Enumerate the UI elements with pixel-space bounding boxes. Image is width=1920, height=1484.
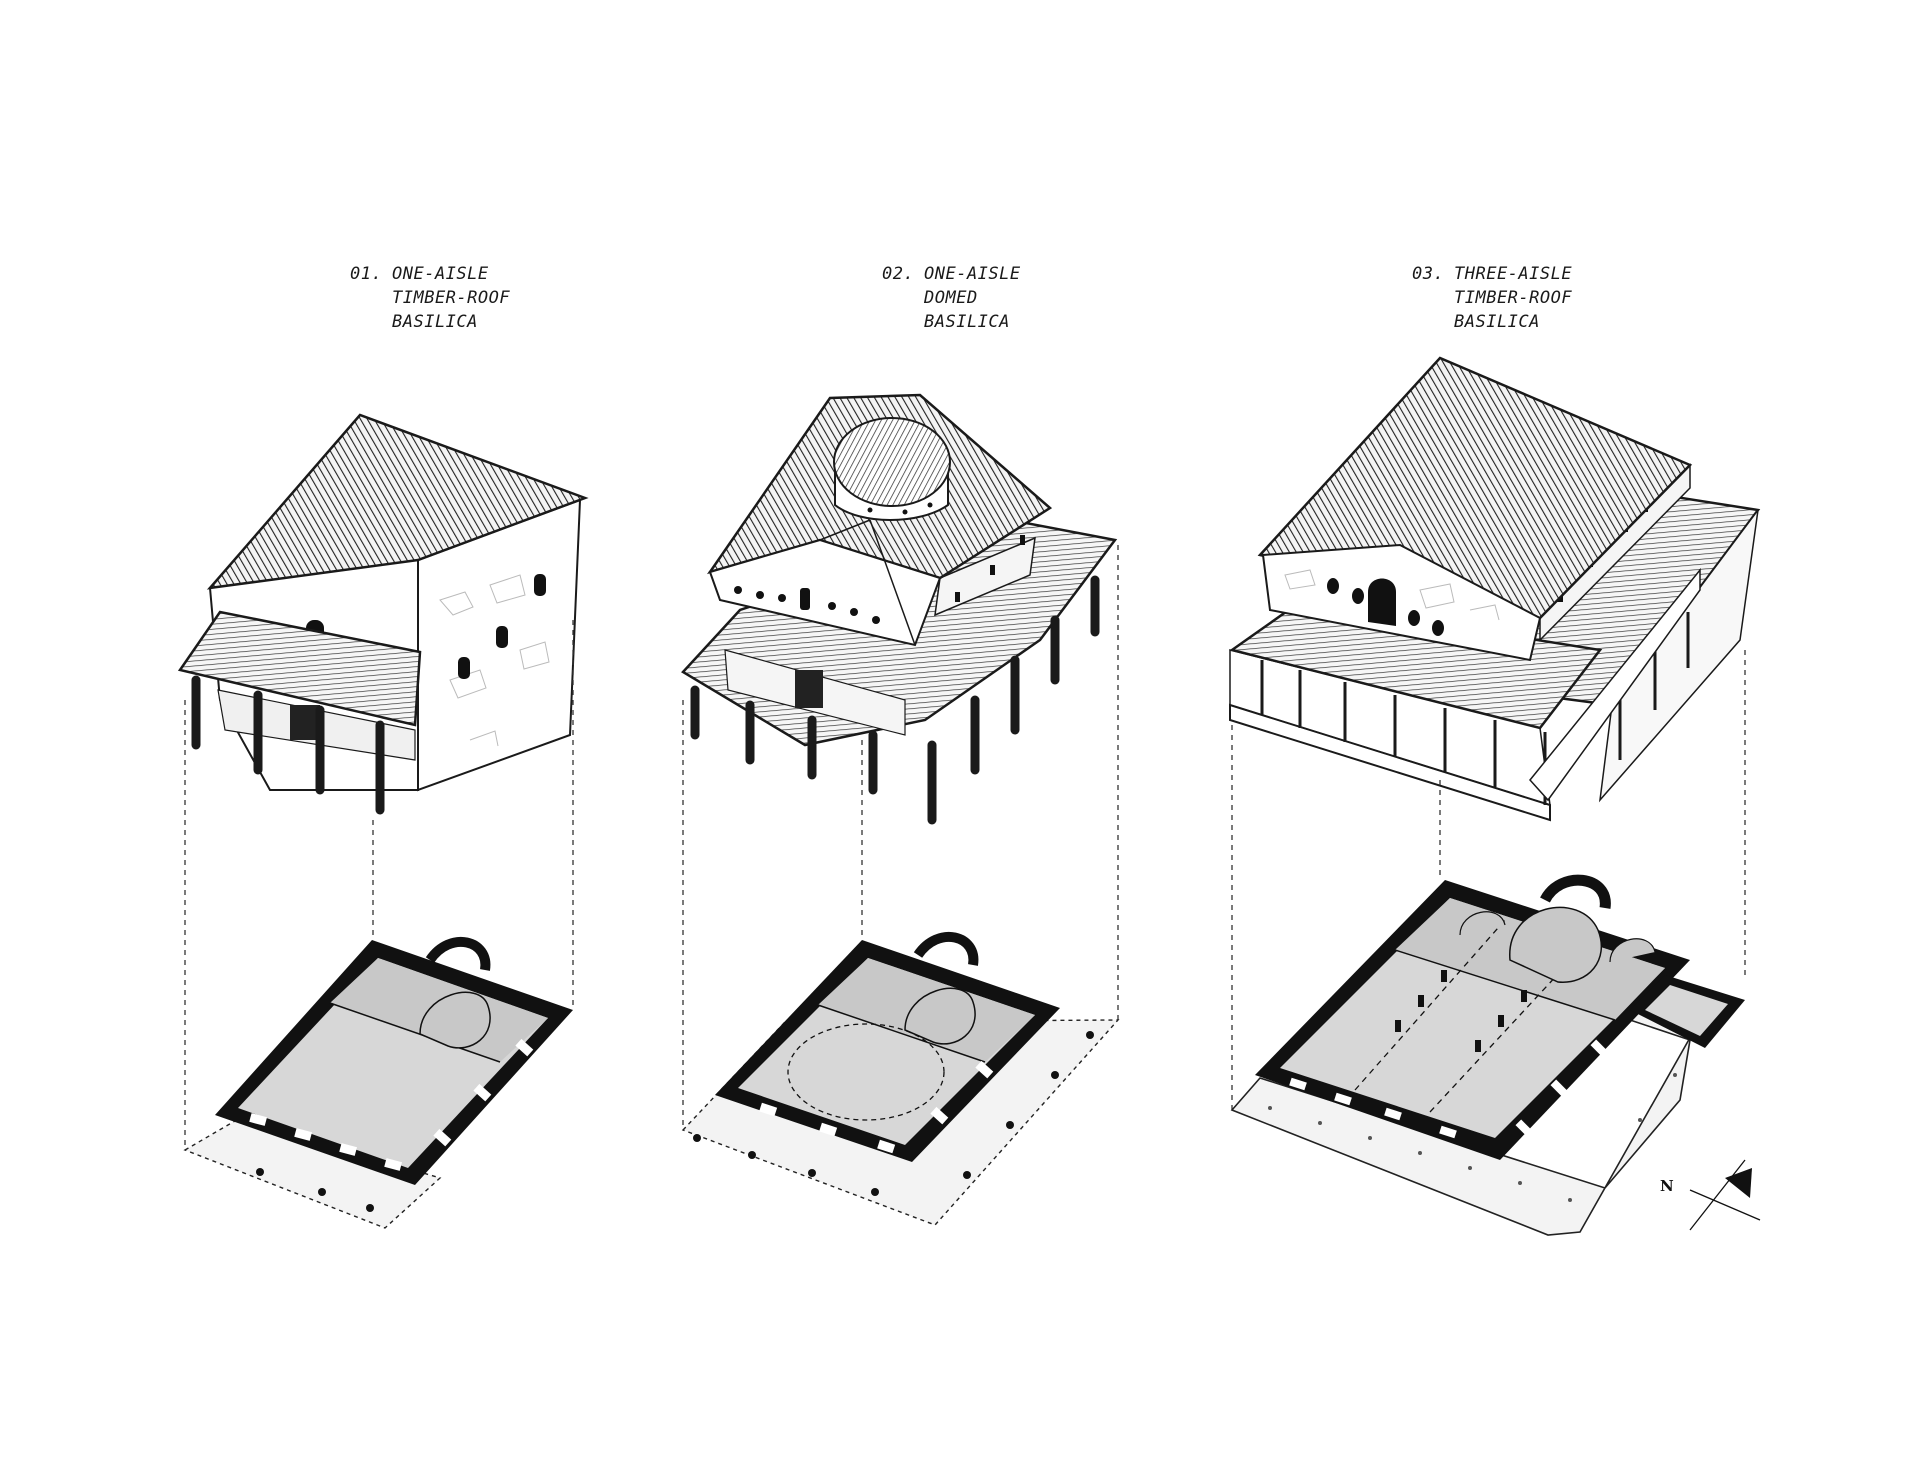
building-02-columns bbox=[690, 575, 1100, 825]
caption-03-line-1: THREE-AISLE bbox=[1454, 264, 1573, 284]
building-03-projection-lines bbox=[1231, 650, 1746, 1110]
building-02-dome-outline bbox=[787, 1023, 945, 1121]
building-01-axonometric bbox=[177, 413, 589, 815]
building-02-projection-lines bbox=[682, 545, 1119, 1130]
building-01-projection-lines bbox=[184, 620, 574, 1150]
building-02-column-dots bbox=[693, 1031, 1094, 1196]
building-01-column-dots bbox=[256, 1168, 374, 1212]
building-02-plan bbox=[681, 932, 1120, 1226]
caption-03-line-3: BASILICA bbox=[1454, 312, 1540, 332]
building-02-dome bbox=[833, 417, 951, 521]
building-03-axonometric bbox=[1229, 356, 1761, 822]
building-02-axonometric bbox=[681, 393, 1118, 825]
building-02-gable bbox=[708, 538, 942, 647]
north-label: N bbox=[1660, 1177, 1674, 1195]
building-03-plan bbox=[1230, 874, 1745, 1236]
building-02-apse bbox=[904, 987, 976, 1045]
building-01-columns bbox=[191, 675, 385, 815]
caption-01: 01. ONE-AISLE TIMBER-ROOF BASILICA bbox=[350, 262, 550, 342]
north-arrow-icon bbox=[1689, 1159, 1761, 1231]
building-03-porch-dots bbox=[1268, 1073, 1677, 1202]
building-03-apse bbox=[1509, 906, 1603, 983]
caption-02: 02. ONE-AISLE DOMED BASILICA bbox=[882, 262, 1082, 342]
building-01-porch-roof bbox=[177, 610, 422, 727]
building-01-porch-outline bbox=[183, 1117, 442, 1229]
building-01-apse bbox=[419, 991, 491, 1049]
building-01-roof bbox=[206, 413, 589, 590]
building-02-gable-openings bbox=[734, 586, 880, 624]
caption-02-line-3: BASILICA bbox=[924, 312, 1010, 332]
caption-03: 03. THREE-AISLE TIMBER-ROOF BASILICA bbox=[1412, 262, 1612, 342]
caption-02-line-1: ONE-AISLE bbox=[924, 264, 1021, 284]
building-01-plan bbox=[183, 937, 573, 1229]
caption-01-line-2: TIMBER-ROOF bbox=[392, 288, 511, 308]
caption-02-line-2: DOMED bbox=[924, 288, 978, 308]
caption-02-number: 02. bbox=[882, 264, 915, 284]
caption-03-line-2: TIMBER-ROOF bbox=[1454, 288, 1573, 308]
caption-01-line-3: BASILICA bbox=[392, 312, 478, 332]
building-03-gable bbox=[1261, 543, 1542, 662]
building-03-colonnade bbox=[1229, 703, 1551, 822]
caption-03-number: 03. bbox=[1412, 264, 1445, 284]
caption-01-line-1: ONE-AISLE bbox=[392, 264, 489, 284]
caption-01-number: 01. bbox=[350, 264, 383, 284]
